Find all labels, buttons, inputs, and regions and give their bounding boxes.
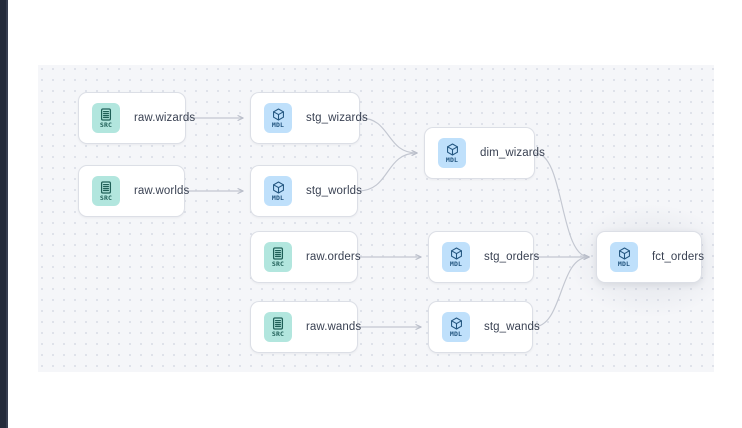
node-kind-badge-src: SRC	[264, 242, 292, 272]
node-label: stg_wands	[484, 321, 540, 333]
node-label: stg_wizards	[306, 112, 368, 124]
node-label: raw.worlds	[134, 185, 190, 197]
node-kind-tag: MDL	[449, 329, 463, 338]
cube-icon	[450, 246, 462, 260]
node-kind-badge-mdl: MDL	[264, 103, 292, 133]
node-kind-tag: MDL	[617, 259, 631, 268]
node-kind-badge-src: SRC	[92, 103, 120, 133]
graph-node-stg_wizards[interactable]: MDL stg_wizards	[250, 92, 368, 144]
node-label: raw.wands	[306, 321, 362, 333]
rail-divider	[6, 0, 8, 428]
graph-node-stg_wands[interactable]: MDL stg_wands	[428, 301, 540, 353]
node-kind-tag: SRC	[99, 120, 113, 129]
node-label: raw.orders	[306, 251, 361, 263]
graph-edge-dim_wizards-to-fct_orders[interactable]	[534, 152, 590, 260]
node-kind-tag: MDL	[271, 193, 285, 202]
node-kind-badge-mdl: MDL	[610, 242, 638, 272]
node-kind-badge-mdl: MDL	[438, 138, 466, 168]
node-label: fct_orders	[652, 251, 705, 263]
node-kind-badge-mdl: MDL	[442, 312, 470, 342]
database-icon	[272, 316, 284, 330]
node-kind-badge-src: SRC	[264, 312, 292, 342]
node-label: raw.wizards	[134, 112, 196, 124]
graph-edge-stg_wizards-to-dim_wizards[interactable]	[359, 117, 418, 156]
node-label: dim_wizards	[480, 147, 546, 159]
graph-node-raw_orders[interactable]: SRC raw.orders	[250, 231, 361, 283]
cube-icon	[446, 142, 458, 156]
graph-node-stg_worlds[interactable]: MDL stg_worlds	[250, 165, 362, 217]
node-kind-badge-mdl: MDL	[442, 242, 470, 272]
edge-layer	[185, 115, 590, 330]
cube-icon	[618, 246, 630, 260]
node-kind-badge-mdl: MDL	[264, 176, 292, 206]
database-icon	[100, 180, 112, 194]
node-label: stg_worlds	[306, 185, 362, 197]
node-kind-tag: MDL	[271, 120, 285, 129]
node-kind-badge-src: SRC	[92, 176, 120, 206]
database-icon	[100, 107, 112, 121]
node-kind-tag: SRC	[99, 193, 113, 202]
left-nav-rail[interactable]	[0, 0, 8, 428]
node-kind-tag: MDL	[445, 155, 459, 164]
cube-icon	[272, 107, 284, 121]
graph-node-fct_orders[interactable]: MDL fct_orders	[596, 231, 705, 283]
graph-edge-stg_worlds-to-dim_wizards[interactable]	[357, 150, 418, 192]
graph-node-raw_wands[interactable]: SRC raw.wands	[250, 301, 362, 353]
node-kind-tag: SRC	[271, 329, 285, 338]
graph-node-stg_orders[interactable]: MDL stg_orders	[428, 231, 539, 283]
graph-node-dim_wizards[interactable]: MDL dim_wizards	[424, 127, 545, 179]
database-icon	[272, 246, 284, 260]
node-kind-tag: SRC	[271, 259, 285, 268]
cube-icon	[450, 316, 462, 330]
node-kind-tag: MDL	[449, 259, 463, 268]
graph-node-raw_wizards[interactable]: SRC raw.wizards	[78, 92, 195, 144]
graph-edge-stg_wands-to-fct_orders[interactable]	[532, 254, 590, 328]
cube-icon	[272, 180, 284, 194]
node-label: stg_orders	[484, 251, 540, 263]
graph-node-raw_worlds[interactable]: SRC raw.worlds	[78, 165, 189, 217]
